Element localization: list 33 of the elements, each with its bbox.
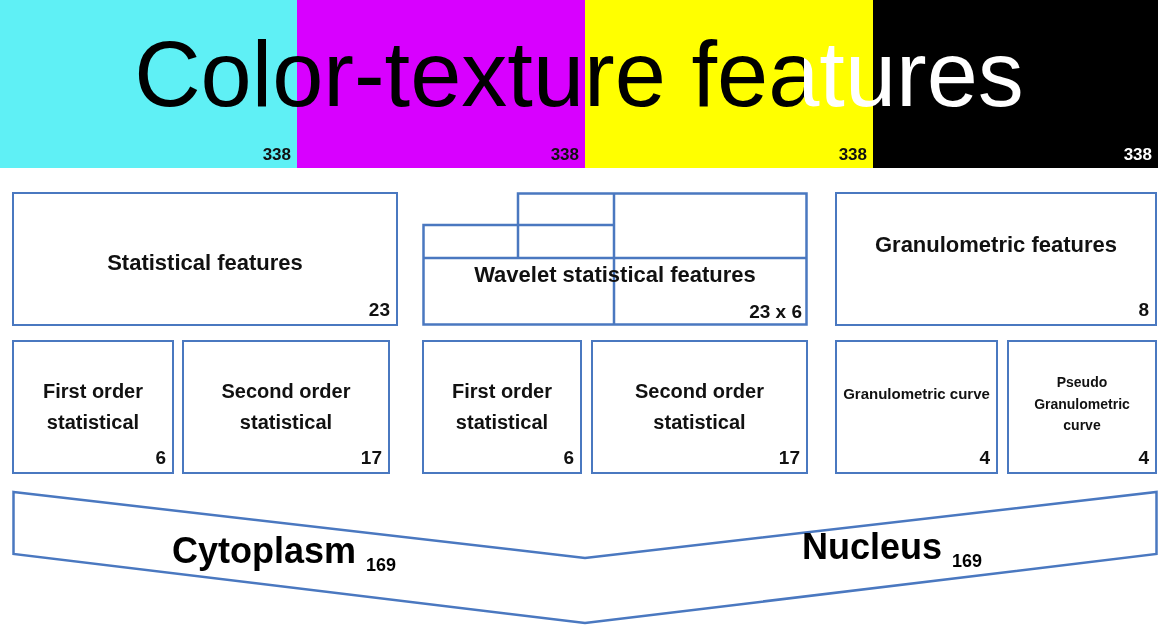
feature-count: 6 bbox=[563, 447, 574, 469]
region-label: Nucleus $_{169}$ bbox=[802, 526, 983, 573]
box-heading: Second order statistical bbox=[634, 379, 765, 435]
feature-count: 4 bbox=[979, 447, 990, 469]
feature-box bbox=[12, 340, 174, 474]
box-heading: Second order statistical bbox=[220, 379, 352, 435]
feature-count: 4 bbox=[1138, 447, 1149, 469]
box-heading: Statistical features bbox=[106, 249, 304, 277]
feature-box bbox=[591, 340, 808, 474]
box-heading: First order statistical bbox=[42, 379, 144, 435]
feature-count: 23 bbox=[368, 299, 390, 321]
box-heading: Granulometric curve bbox=[843, 384, 990, 404]
feature-count: 17 bbox=[778, 447, 800, 469]
feature-count: 338 bbox=[262, 145, 291, 165]
box-heading: Pseudo Granulometric curve bbox=[1033, 373, 1131, 436]
feature-count: 17 bbox=[360, 447, 382, 469]
feature-count: 338 bbox=[838, 145, 867, 165]
chevron-banner bbox=[12, 490, 1158, 625]
feature-count: 6 bbox=[155, 447, 166, 469]
feature-box bbox=[12, 192, 398, 326]
feature-box bbox=[835, 340, 998, 474]
feature-count: 8 bbox=[1138, 299, 1149, 321]
feature-box bbox=[422, 192, 808, 326]
feature-count: 338 bbox=[1123, 145, 1152, 165]
feature-box bbox=[182, 340, 390, 474]
feature-count: 23 x 6 bbox=[749, 301, 802, 323]
box-heading: First order statistical bbox=[451, 379, 553, 435]
feature-box bbox=[1007, 340, 1157, 474]
feature-box bbox=[835, 192, 1157, 326]
box-heading: Granulometric features bbox=[873, 231, 1119, 259]
feature-box bbox=[422, 340, 582, 474]
region-label: Cytoplasm $_{169}$ bbox=[172, 530, 397, 577]
feature-count: 338 bbox=[550, 145, 579, 165]
